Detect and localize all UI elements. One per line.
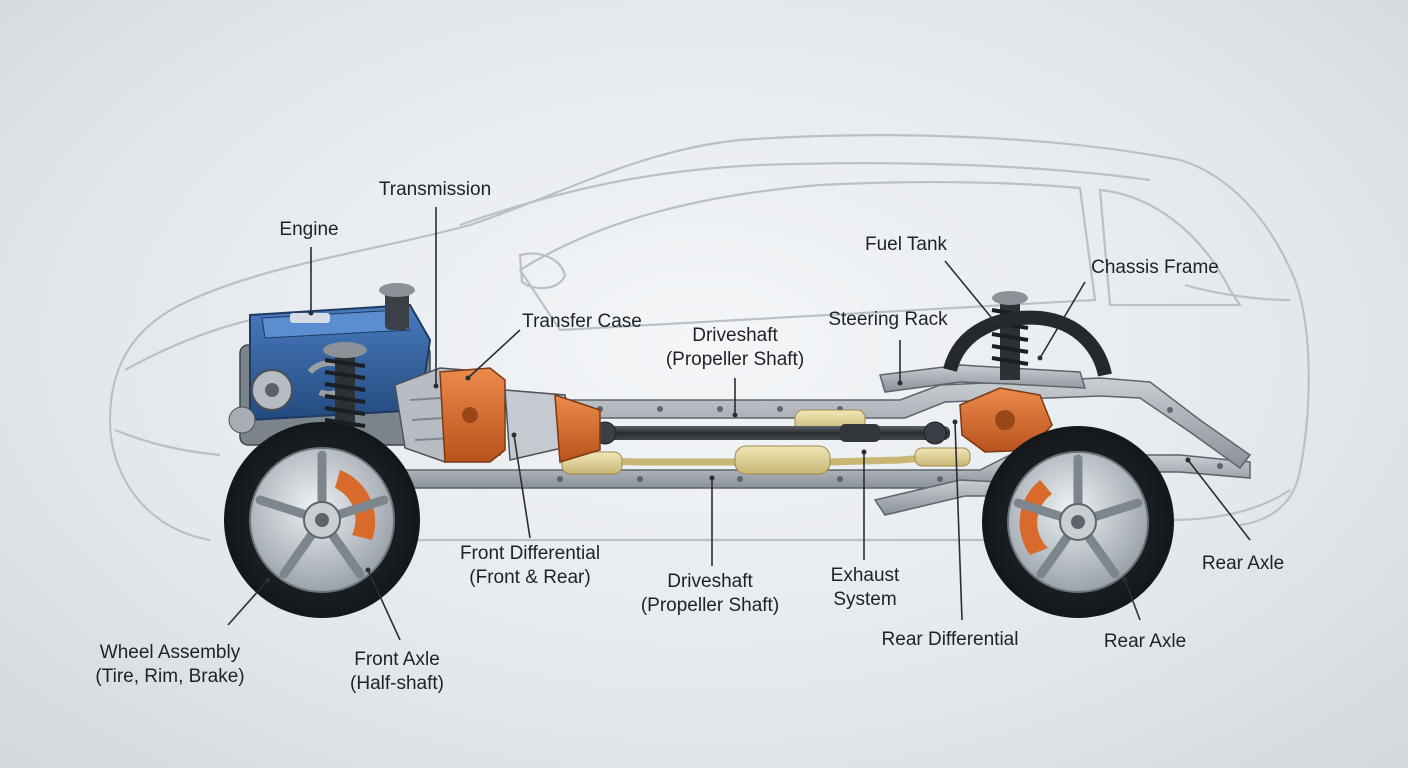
label-driveshaft-bottom: Driveshaft (Propeller Shaft): [641, 570, 779, 618]
label-driveshaft-top-line2: (Propeller Shaft): [665, 349, 805, 370]
leader-lines: [227, 207, 1251, 641]
label-steering-rack: Steering Rack: [828, 309, 948, 330]
label-wheel-assembly: Wheel Assembly (Tire, Rim, Brake): [95, 641, 244, 689]
driveshaft: [590, 421, 950, 445]
rear-wheel: [982, 426, 1174, 618]
label-exhaust-system-line2: System: [833, 589, 897, 610]
car-body-outline: [108, 134, 1310, 542]
leader-rear-axle-right: [1187, 459, 1251, 541]
front-suspension: [323, 283, 415, 430]
leader-chassis-frame: [1039, 281, 1086, 359]
label-rear-axle-right: Rear Axle: [1201, 553, 1285, 574]
label-rear-axle-bottom: Rear Axle: [1103, 631, 1187, 652]
label-exhaust-system: Exhaust System: [831, 564, 900, 612]
label-driveshaft-bottom-line2: (Propeller Shaft): [640, 595, 780, 616]
leader-front-differential: [513, 434, 531, 539]
front-wheel: [224, 422, 420, 618]
label-front-differential-line1: Front Differential: [459, 543, 601, 564]
leader-wheel-assembly: [227, 579, 269, 626]
leader-transfer-case: [467, 329, 521, 379]
label-transfer-case: Transfer Case: [522, 311, 642, 332]
label-rear-differential: Rear Differential: [881, 629, 1019, 650]
leader-rear-differential: [954, 421, 963, 621]
leader-rear-axle-bottom: [1124, 579, 1141, 621]
label-driveshaft-bottom-line1: Driveshaft: [667, 571, 753, 592]
label-front-axle-line2: (Half-shaft): [350, 673, 444, 694]
label-wheel-assembly-line1: Wheel Assembly: [99, 642, 241, 663]
transfer-case: [439, 367, 601, 463]
label-exhaust-system-line1: Exhaust: [830, 565, 900, 586]
label-driveshaft-top-line1: Driveshaft: [692, 325, 778, 346]
leader-arrowheads: [265, 310, 1191, 583]
leader-fuel-tank: [944, 260, 996, 323]
label-wheel-assembly-line2: (Tire, Rim, Brake): [95, 666, 245, 687]
label-chassis-frame: Chassis Frame: [1091, 257, 1219, 278]
label-fuel-tank: Fuel Tank: [864, 234, 948, 255]
exhaust-system: [559, 409, 971, 475]
label-front-axle: Front Axle (Half-shaft): [350, 648, 444, 696]
rear-wheel-upper: [943, 310, 1112, 377]
label-transmission: Transmission: [378, 179, 492, 200]
leader-front-axle: [367, 569, 401, 641]
label-engine: Engine: [279, 219, 339, 240]
label-front-differential: Front Differential (Front & Rear): [460, 542, 600, 590]
label-front-differential-line2: (Front & Rear): [469, 567, 591, 588]
label-front-axle-line1: Front Axle: [354, 649, 440, 670]
rear-differential: [959, 387, 1053, 453]
label-driveshaft-top: Driveshaft (Propeller Shaft): [666, 324, 804, 372]
